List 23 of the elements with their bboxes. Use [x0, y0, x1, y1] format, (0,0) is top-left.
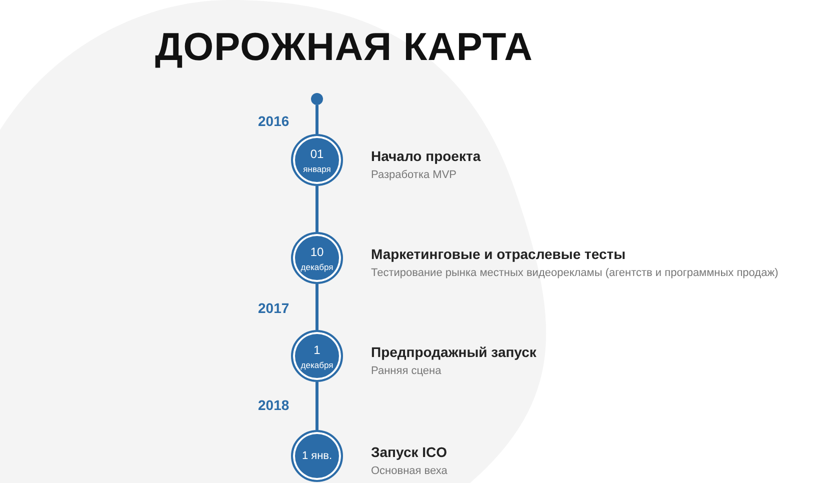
year-label: 2016 — [258, 113, 290, 129]
milestone-description: Основная веха — [371, 465, 448, 477]
milestone-title: Предпродажный запуск — [371, 344, 536, 360]
page-title: ДОРОЖНАЯ КАРТА — [155, 26, 533, 70]
milestone-day: 10 — [310, 246, 324, 259]
milestone-description: Ранняя сцена — [371, 365, 442, 377]
timeline-line — [316, 382, 318, 430]
milestone-date: 1 янв. — [302, 450, 332, 462]
milestone-title: Начало проекта — [371, 148, 481, 164]
milestone-description: Тестирование рынка местных видеорекламы (агентств и программных продаж) — [371, 267, 778, 279]
milestone-description: Разработка MVP — [371, 169, 457, 181]
year-label: 2017 — [258, 300, 290, 316]
milestone-title: Запуск ICO — [371, 444, 448, 460]
year-label: 2018 — [258, 397, 290, 413]
timeline-line — [316, 105, 318, 134]
milestone-month: декабря — [300, 262, 334, 272]
milestone-month: декабря — [300, 360, 334, 370]
milestone-day: 01 — [310, 148, 324, 161]
timeline-line — [316, 186, 318, 232]
timeline-line — [316, 284, 318, 330]
milestone-day: 1 — [314, 344, 320, 357]
milestone-month: января — [303, 164, 331, 174]
milestone-title: Маркетинговые и отраслевые тесты — [371, 246, 626, 262]
